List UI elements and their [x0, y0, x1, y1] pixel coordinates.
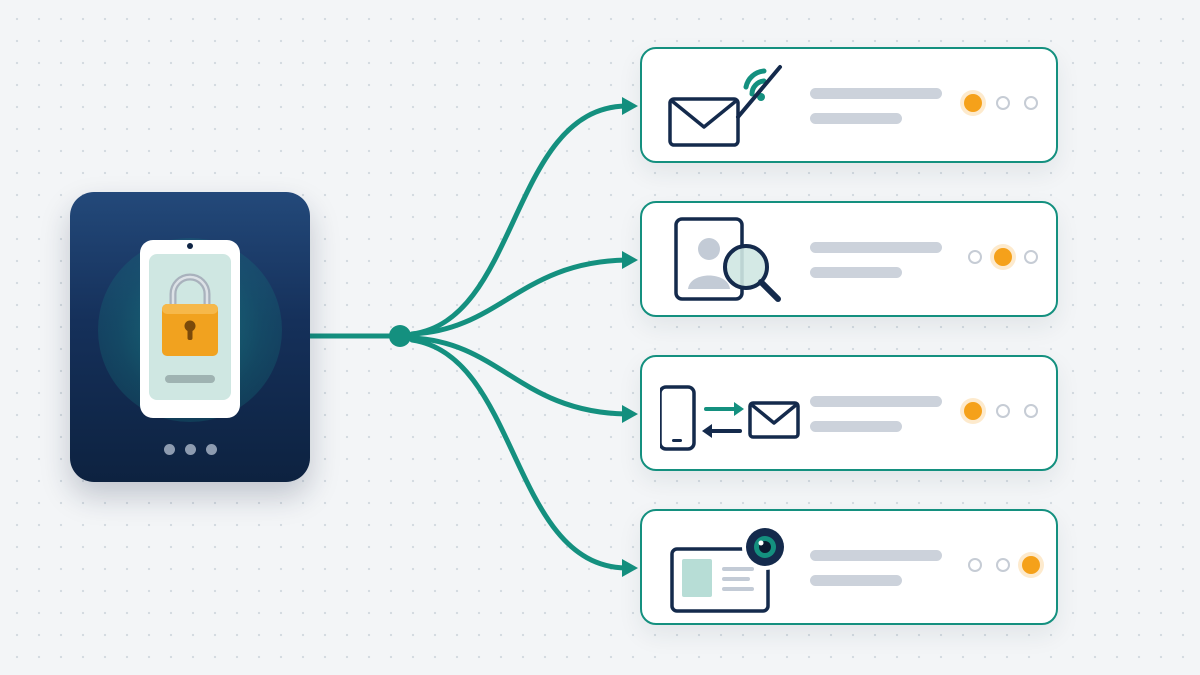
arrowhead-email: [622, 97, 638, 115]
pager-dots: [70, 442, 310, 460]
placeholder-subtitle-bar: [810, 575, 902, 586]
placeholder-title-bar: [810, 242, 942, 253]
card-device-email[interactable]: [640, 355, 1058, 471]
arrowhead-device-email: [622, 405, 638, 423]
device-panel: [70, 192, 310, 482]
placeholder-title-bar: [810, 550, 942, 561]
step-dot-active: [994, 248, 1012, 266]
pager-dot[interactable]: [163, 444, 175, 455]
placeholder-subtitle-bar: [810, 267, 902, 278]
placeholder-subtitle-bar: [810, 421, 902, 432]
placeholder-title-bar: [810, 396, 942, 407]
step-dot: [1024, 250, 1038, 264]
hub-node: [389, 325, 411, 347]
pager-dot[interactable]: [205, 444, 217, 455]
branch-line-id-camera: [409, 337, 629, 571]
card-identity-search[interactable]: [640, 201, 1058, 317]
email-pen-icon: [668, 65, 782, 147]
step-indicator: [964, 248, 1044, 266]
smartphone-padlock-icon: [140, 240, 240, 418]
branch-line-device-email: [409, 335, 629, 417]
branch-line-identity-search: [409, 257, 629, 337]
card-email[interactable]: [640, 47, 1058, 163]
card-id-camera[interactable]: [640, 509, 1058, 625]
step-dot: [996, 96, 1010, 110]
placeholder-subtitle-bar: [810, 113, 902, 124]
phone-email-exchange-icon: [660, 385, 800, 451]
step-dot-active: [964, 94, 982, 112]
pager-dot[interactable]: [184, 444, 196, 455]
step-dot: [968, 558, 982, 572]
step-indicator: [964, 94, 1044, 112]
step-dot: [1024, 96, 1038, 110]
step-indicator: [964, 402, 1044, 420]
id-card-eye-icon: [670, 524, 788, 613]
step-dot: [996, 558, 1010, 572]
arrowhead-id-camera: [622, 559, 638, 577]
step-dot: [1024, 404, 1038, 418]
step-dot-active: [1022, 556, 1040, 574]
step-dot: [968, 250, 982, 264]
step-dot-active: [964, 402, 982, 420]
profile-magnifier-icon: [674, 217, 781, 302]
branch-line-email: [409, 103, 629, 337]
step-dot: [996, 404, 1010, 418]
step-indicator: [964, 556, 1044, 574]
placeholder-title-bar: [810, 88, 942, 99]
arrowhead-identity-search: [622, 251, 638, 269]
